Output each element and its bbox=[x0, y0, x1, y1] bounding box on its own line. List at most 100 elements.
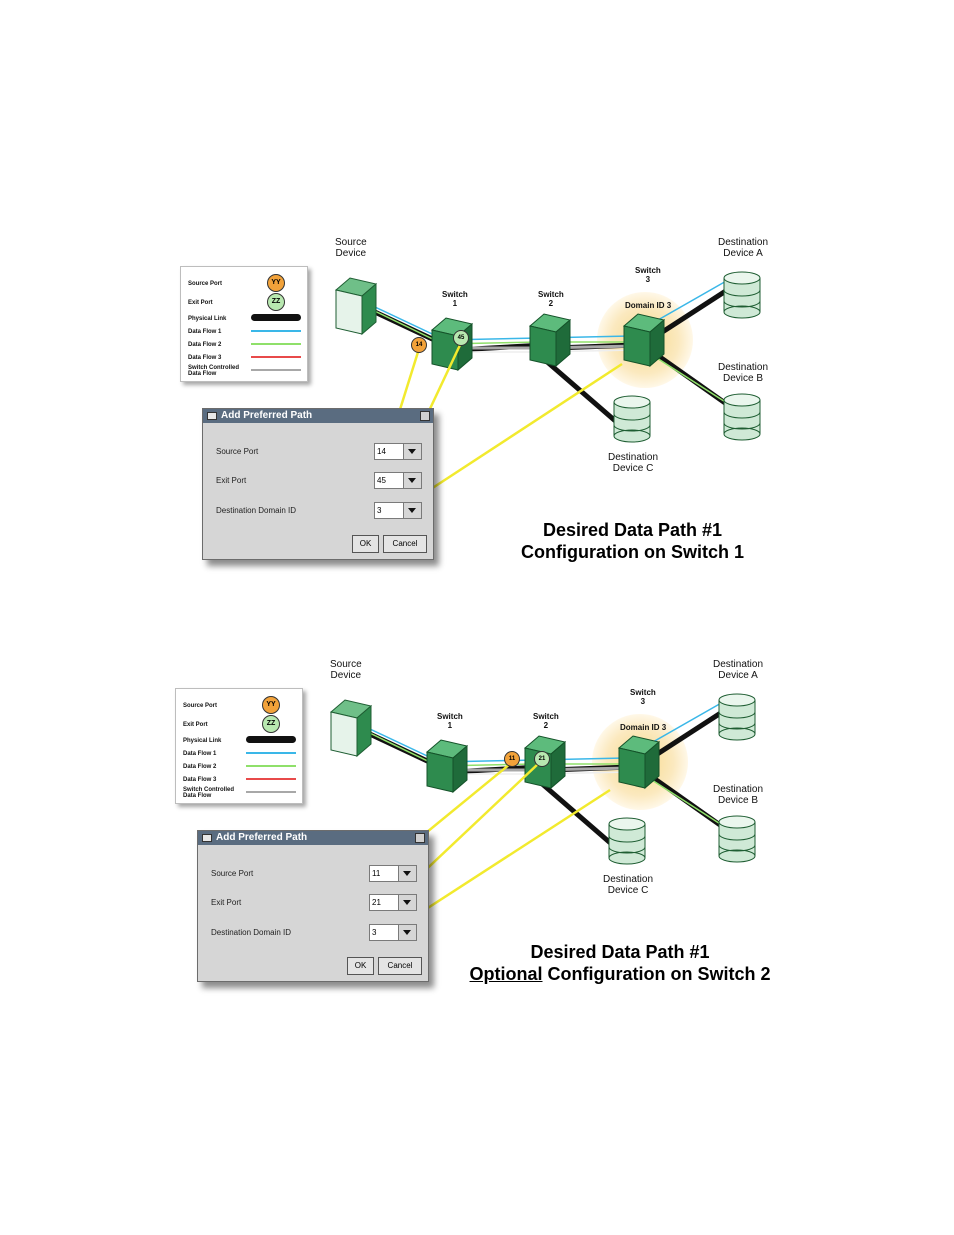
exit-port-label: Exit Port bbox=[211, 898, 242, 907]
legend-flow-1-swatch bbox=[251, 330, 301, 332]
network-diagram bbox=[334, 271, 761, 511]
disk-dest-a bbox=[718, 693, 756, 741]
chevron-down-icon[interactable] bbox=[403, 473, 421, 488]
source-port-badge: 14 bbox=[411, 337, 427, 353]
add-preferred-path-dialog: Add Preferred Path Source Port 11 Exit P… bbox=[197, 830, 429, 982]
legend-switch-flow-swatch bbox=[246, 791, 296, 793]
legend-flow-1: Data Flow 1 bbox=[188, 329, 222, 335]
source-device-server bbox=[334, 277, 378, 336]
switch-1-box bbox=[425, 739, 469, 794]
source-port-value: 14 bbox=[377, 447, 386, 456]
caption-line-1: Desired Data Path #1 bbox=[530, 942, 710, 962]
dialog-title: Add Preferred Path bbox=[198, 831, 428, 845]
source-port-badge: 11 bbox=[504, 751, 520, 767]
exit-port-combo[interactable]: 21 bbox=[369, 894, 417, 911]
add-preferred-path-dialog: Add Preferred Path Source Port 14 Exit P… bbox=[202, 408, 434, 560]
domain-id-combo[interactable]: 3 bbox=[374, 502, 422, 519]
source-port-combo[interactable]: 11 bbox=[369, 865, 417, 882]
source-port-value: 11 bbox=[372, 869, 381, 878]
legend-physical-link: Physical Link bbox=[183, 738, 222, 744]
caption-line-2-text: Configuration on Switch 2 bbox=[542, 964, 771, 984]
caption-line-2: Optional Configuration on Switch 2 bbox=[452, 963, 788, 985]
legend: Source Port YY Exit Port ZZ Physical Lin… bbox=[175, 688, 303, 804]
source-port-combo[interactable]: 14 bbox=[374, 443, 422, 460]
chevron-down-icon[interactable] bbox=[403, 503, 421, 518]
cancel-button[interactable]: Cancel bbox=[378, 957, 422, 975]
switch-3-box bbox=[617, 735, 661, 790]
disk-dest-c bbox=[613, 395, 651, 443]
chevron-down-icon[interactable] bbox=[398, 895, 416, 910]
chevron-down-icon[interactable] bbox=[398, 866, 416, 881]
legend-flow-2: Data Flow 2 bbox=[188, 342, 222, 348]
switch-2-box bbox=[528, 313, 572, 368]
legend-exit-badge: ZZ bbox=[262, 715, 280, 733]
window-icon bbox=[207, 412, 217, 420]
legend-physical-link: Physical Link bbox=[188, 316, 227, 322]
cancel-button[interactable]: Cancel bbox=[383, 535, 427, 553]
disk-dest-b bbox=[723, 393, 761, 441]
exit-port-badge: 21 bbox=[534, 751, 550, 767]
domain-id-value: 3 bbox=[377, 506, 382, 515]
ok-button[interactable]: OK bbox=[347, 957, 374, 975]
legend-exit-port: Exit Port bbox=[188, 300, 213, 306]
legend-flow-1: Data Flow 1 bbox=[183, 751, 217, 757]
legend-source-port: Source Port bbox=[188, 281, 223, 287]
legend-flow-3: Data Flow 3 bbox=[183, 777, 217, 783]
exit-port-combo[interactable]: 45 bbox=[374, 472, 422, 489]
disk-dest-c bbox=[608, 817, 646, 865]
legend-flow-2-swatch bbox=[251, 343, 301, 345]
switch-3-box bbox=[622, 313, 666, 368]
legend-physical-link-swatch bbox=[251, 314, 301, 321]
caption-line-1: Desired Data Path #1 bbox=[542, 520, 723, 540]
legend-exit-badge: ZZ bbox=[267, 293, 285, 311]
caption-optional: Optional bbox=[469, 964, 543, 984]
legend-flow-1-swatch bbox=[246, 752, 296, 754]
legend-physical-link-swatch bbox=[246, 736, 296, 743]
dialog-title: Add Preferred Path bbox=[203, 409, 433, 423]
exit-port-badge: 45 bbox=[453, 330, 469, 346]
exit-port-value: 45 bbox=[377, 476, 386, 485]
source-port-label: Source Port bbox=[216, 447, 259, 456]
domain-id-value: 3 bbox=[372, 928, 377, 937]
legend-source-badge: YY bbox=[262, 696, 280, 714]
legend-switch-flow-swatch bbox=[251, 369, 301, 371]
legend-source-port: Source Port bbox=[183, 703, 218, 709]
domain-id-combo[interactable]: 3 bbox=[369, 924, 417, 941]
label-domain-id: Domain ID 3 bbox=[620, 723, 667, 732]
label-domain-id: Domain ID 3 bbox=[625, 301, 672, 310]
legend-exit-port: Exit Port bbox=[183, 722, 208, 728]
legend: Source Port YY Exit Port ZZ Physical Lin… bbox=[180, 266, 308, 382]
close-icon[interactable] bbox=[415, 833, 425, 843]
disk-dest-b bbox=[718, 815, 756, 863]
domain-id-label: Destination Domain ID bbox=[211, 928, 292, 937]
domain-id-label: Destination Domain ID bbox=[216, 506, 297, 515]
legend-flow-3: Data Flow 3 bbox=[188, 355, 222, 361]
source-port-label: Source Port bbox=[211, 869, 254, 878]
chevron-down-icon[interactable] bbox=[398, 925, 416, 940]
source-device-server bbox=[329, 699, 373, 758]
caption: Desired Data Path #1 Configuration on Sw… bbox=[490, 519, 775, 563]
window-icon bbox=[202, 834, 212, 842]
network-diagram bbox=[329, 693, 756, 932]
close-icon[interactable] bbox=[420, 411, 430, 421]
ok-button[interactable]: OK bbox=[352, 535, 379, 553]
chevron-down-icon[interactable] bbox=[403, 444, 421, 459]
legend-flow-3-swatch bbox=[246, 778, 296, 780]
disk-dest-a bbox=[723, 271, 761, 319]
